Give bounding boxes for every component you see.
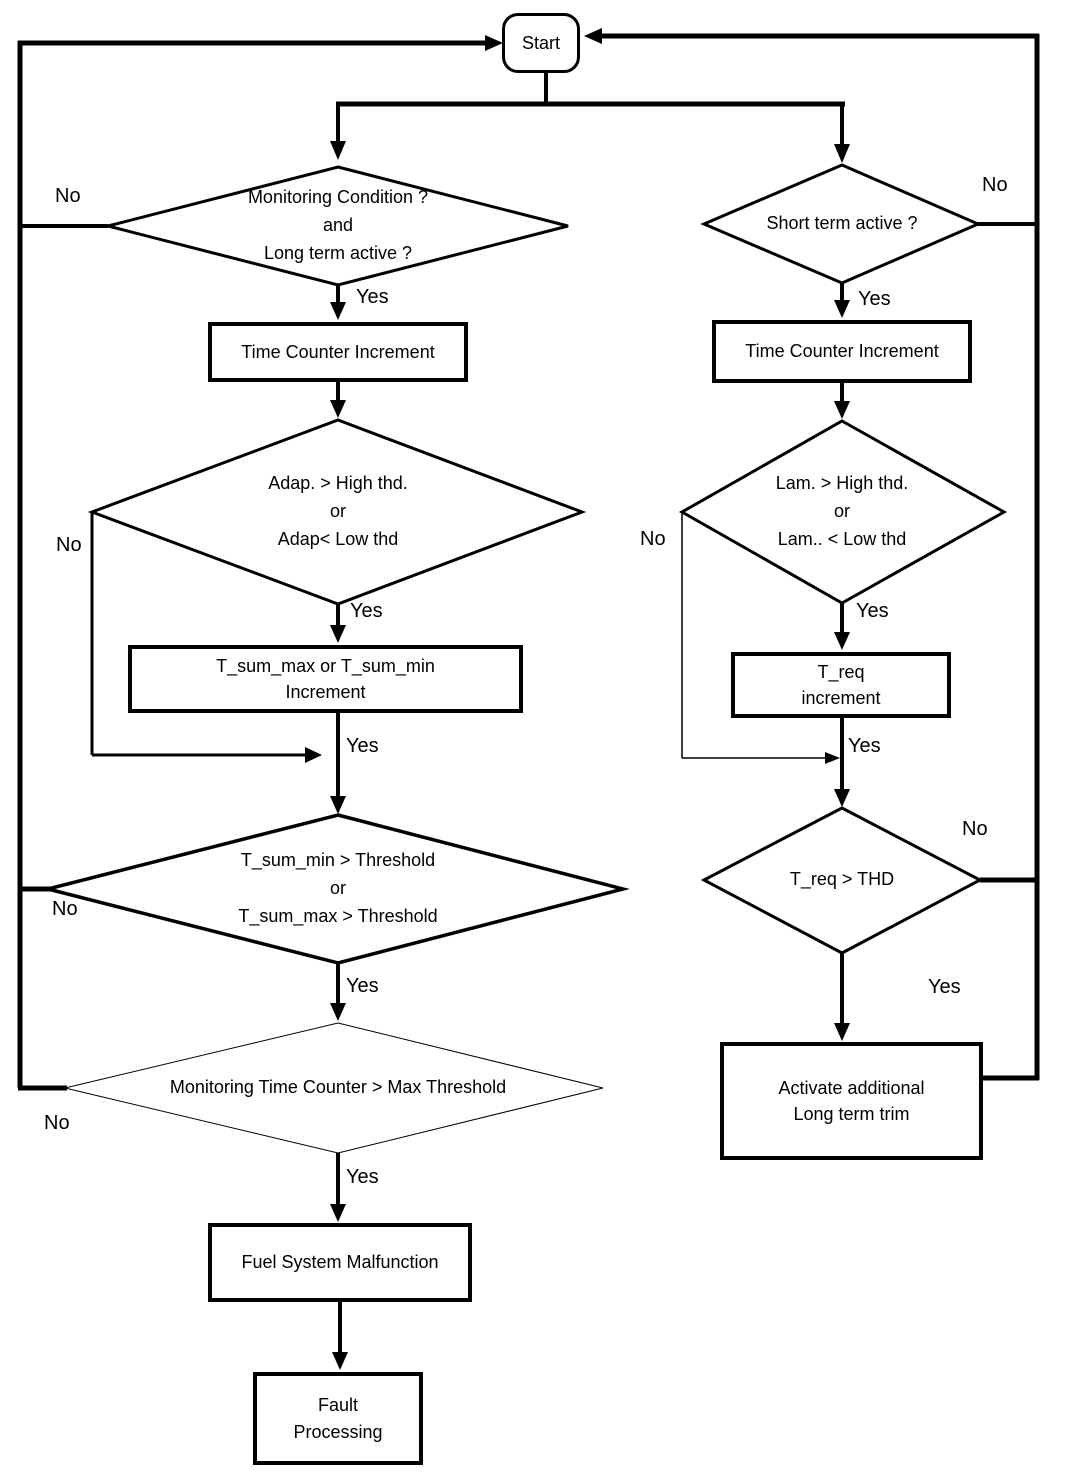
process-time-counter-right: Time Counter Increment	[712, 320, 972, 383]
edge-label-yes-treq-box: Yes	[848, 735, 881, 757]
edge-label-no-short-term: No	[982, 174, 1008, 196]
edge-label-no-monitoring: No	[55, 185, 81, 207]
process-time-counter-left: Time Counter Increment	[208, 322, 468, 382]
edge-timecounter-left-out	[330, 382, 346, 418]
edge-label-yes-lam: Yes	[856, 600, 889, 622]
edge-label-yes-monitoring: Yes	[356, 286, 389, 308]
edge-label-yes-adap: Yes	[350, 600, 383, 622]
edge-treq-box-out	[834, 718, 850, 807]
edge-label-no-monitoring-time: No	[44, 1112, 70, 1134]
process-fault-processing: Fault Processing	[253, 1372, 423, 1465]
edge-return-right	[584, 28, 1040, 1080]
edge-label-yes-tsum-threshold: Yes	[346, 975, 379, 997]
edge-return-left	[17, 35, 503, 1088]
decision-adap-threshold-shape	[87, 418, 587, 606]
decision-monitoring-time-shape	[64, 1022, 604, 1154]
edge-label-no-lam: No	[640, 528, 666, 550]
decision-treq-thd-shape	[700, 806, 984, 955]
edge-label-yes-treq-thd: Yes	[928, 976, 961, 998]
process-treq-increment: T_req increment	[731, 652, 951, 718]
edge-adap-yes	[330, 604, 346, 643]
edge-label-yes-monitoring-time: Yes	[346, 1166, 379, 1188]
process-fuel-malfunction: Fuel System Malfunction	[208, 1223, 472, 1302]
edge-lam-no	[681, 512, 840, 764]
edge-start-split	[330, 73, 850, 163]
edge-label-yes-tsum-box: Yes	[346, 735, 379, 757]
edge-shortterm-yes	[834, 283, 850, 318]
edge-label-yes-short-term: Yes	[858, 288, 891, 310]
edge-malfunction-out	[332, 1302, 348, 1370]
edge-label-no-adap: No	[56, 534, 82, 556]
edge-label-no-treq-thd: No	[962, 818, 988, 840]
decision-monitoring-condition-shape	[107, 165, 569, 287]
edge-lam-yes	[834, 603, 850, 650]
start-node: Start	[502, 13, 580, 73]
decision-lam-threshold-shape	[678, 419, 1008, 605]
edge-timecounter-right-out	[834, 383, 850, 419]
process-activate-trim: Activate additional Long term trim	[720, 1042, 983, 1160]
edge-label-no-tsum-threshold: No	[52, 898, 78, 920]
edge-tsum-threshold-yes	[330, 963, 346, 1021]
decision-tsum-threshold-shape	[47, 813, 630, 965]
process-tsum-increment: T_sum_max or T_sum_min Increment	[128, 645, 523, 713]
decision-short-term-shape	[700, 163, 982, 285]
edge-montime-yes	[330, 1153, 346, 1222]
edge-treq-thd-yes	[834, 953, 850, 1041]
edge-monitoring-yes	[330, 285, 346, 320]
edge-adap-no	[90, 512, 322, 763]
edge-tsum-box-out	[330, 713, 346, 814]
